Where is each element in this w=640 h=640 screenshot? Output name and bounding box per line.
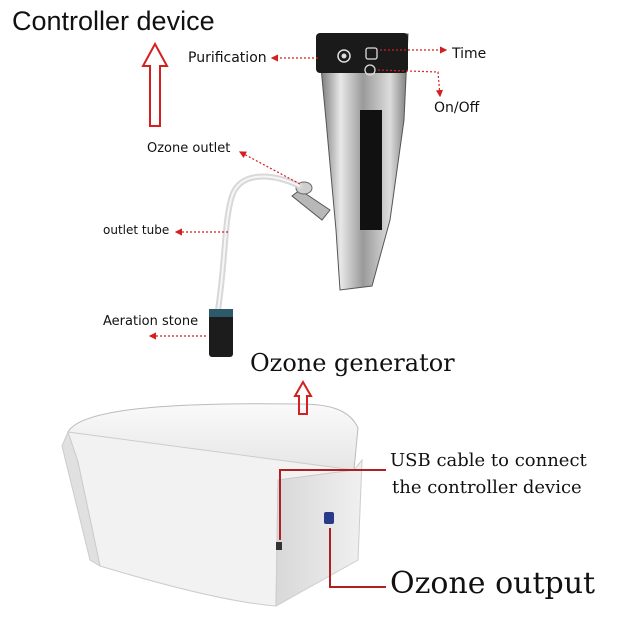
outlet-tube — [215, 173, 303, 313]
usb-cable-label-line1: USB cable to connect — [390, 450, 587, 471]
ozone-output-port — [324, 512, 334, 524]
ozone-outlet-label: Ozone outlet — [147, 141, 231, 156]
ozone-output-leader-line — [329, 528, 386, 588]
aeration-stone — [209, 309, 233, 357]
controller-display-panel — [316, 33, 408, 73]
purification-button-icon — [337, 49, 351, 63]
time-label: Time — [452, 46, 487, 62]
purification-label: Purification — [188, 50, 267, 66]
controller-up-arrow — [141, 41, 169, 127]
ozone-output-label: Ozone output — [390, 566, 596, 601]
outlet-tube-label: outlet tube — [103, 223, 170, 237]
usb-cable-label-line2: the controller device — [392, 477, 582, 498]
onoff-pointer — [377, 69, 444, 98]
usb-leader-line — [279, 469, 386, 540]
aeration-stone-label: Aeration stone — [103, 314, 199, 329]
controller-device-label: Controller device — [12, 6, 215, 36]
controller-window — [360, 110, 382, 230]
ozone-generator-label: Ozone generator — [250, 349, 455, 377]
generator-up-arrow — [293, 379, 313, 415]
power-button-icon — [364, 64, 376, 76]
ozone-generator-box — [61, 403, 363, 607]
ozone-outlet-pointer — [238, 151, 301, 185]
time-button-icon — [365, 47, 378, 60]
usb-port — [276, 542, 282, 550]
controller-device — [291, 33, 409, 291]
onoff-label: On/Off — [434, 100, 480, 116]
